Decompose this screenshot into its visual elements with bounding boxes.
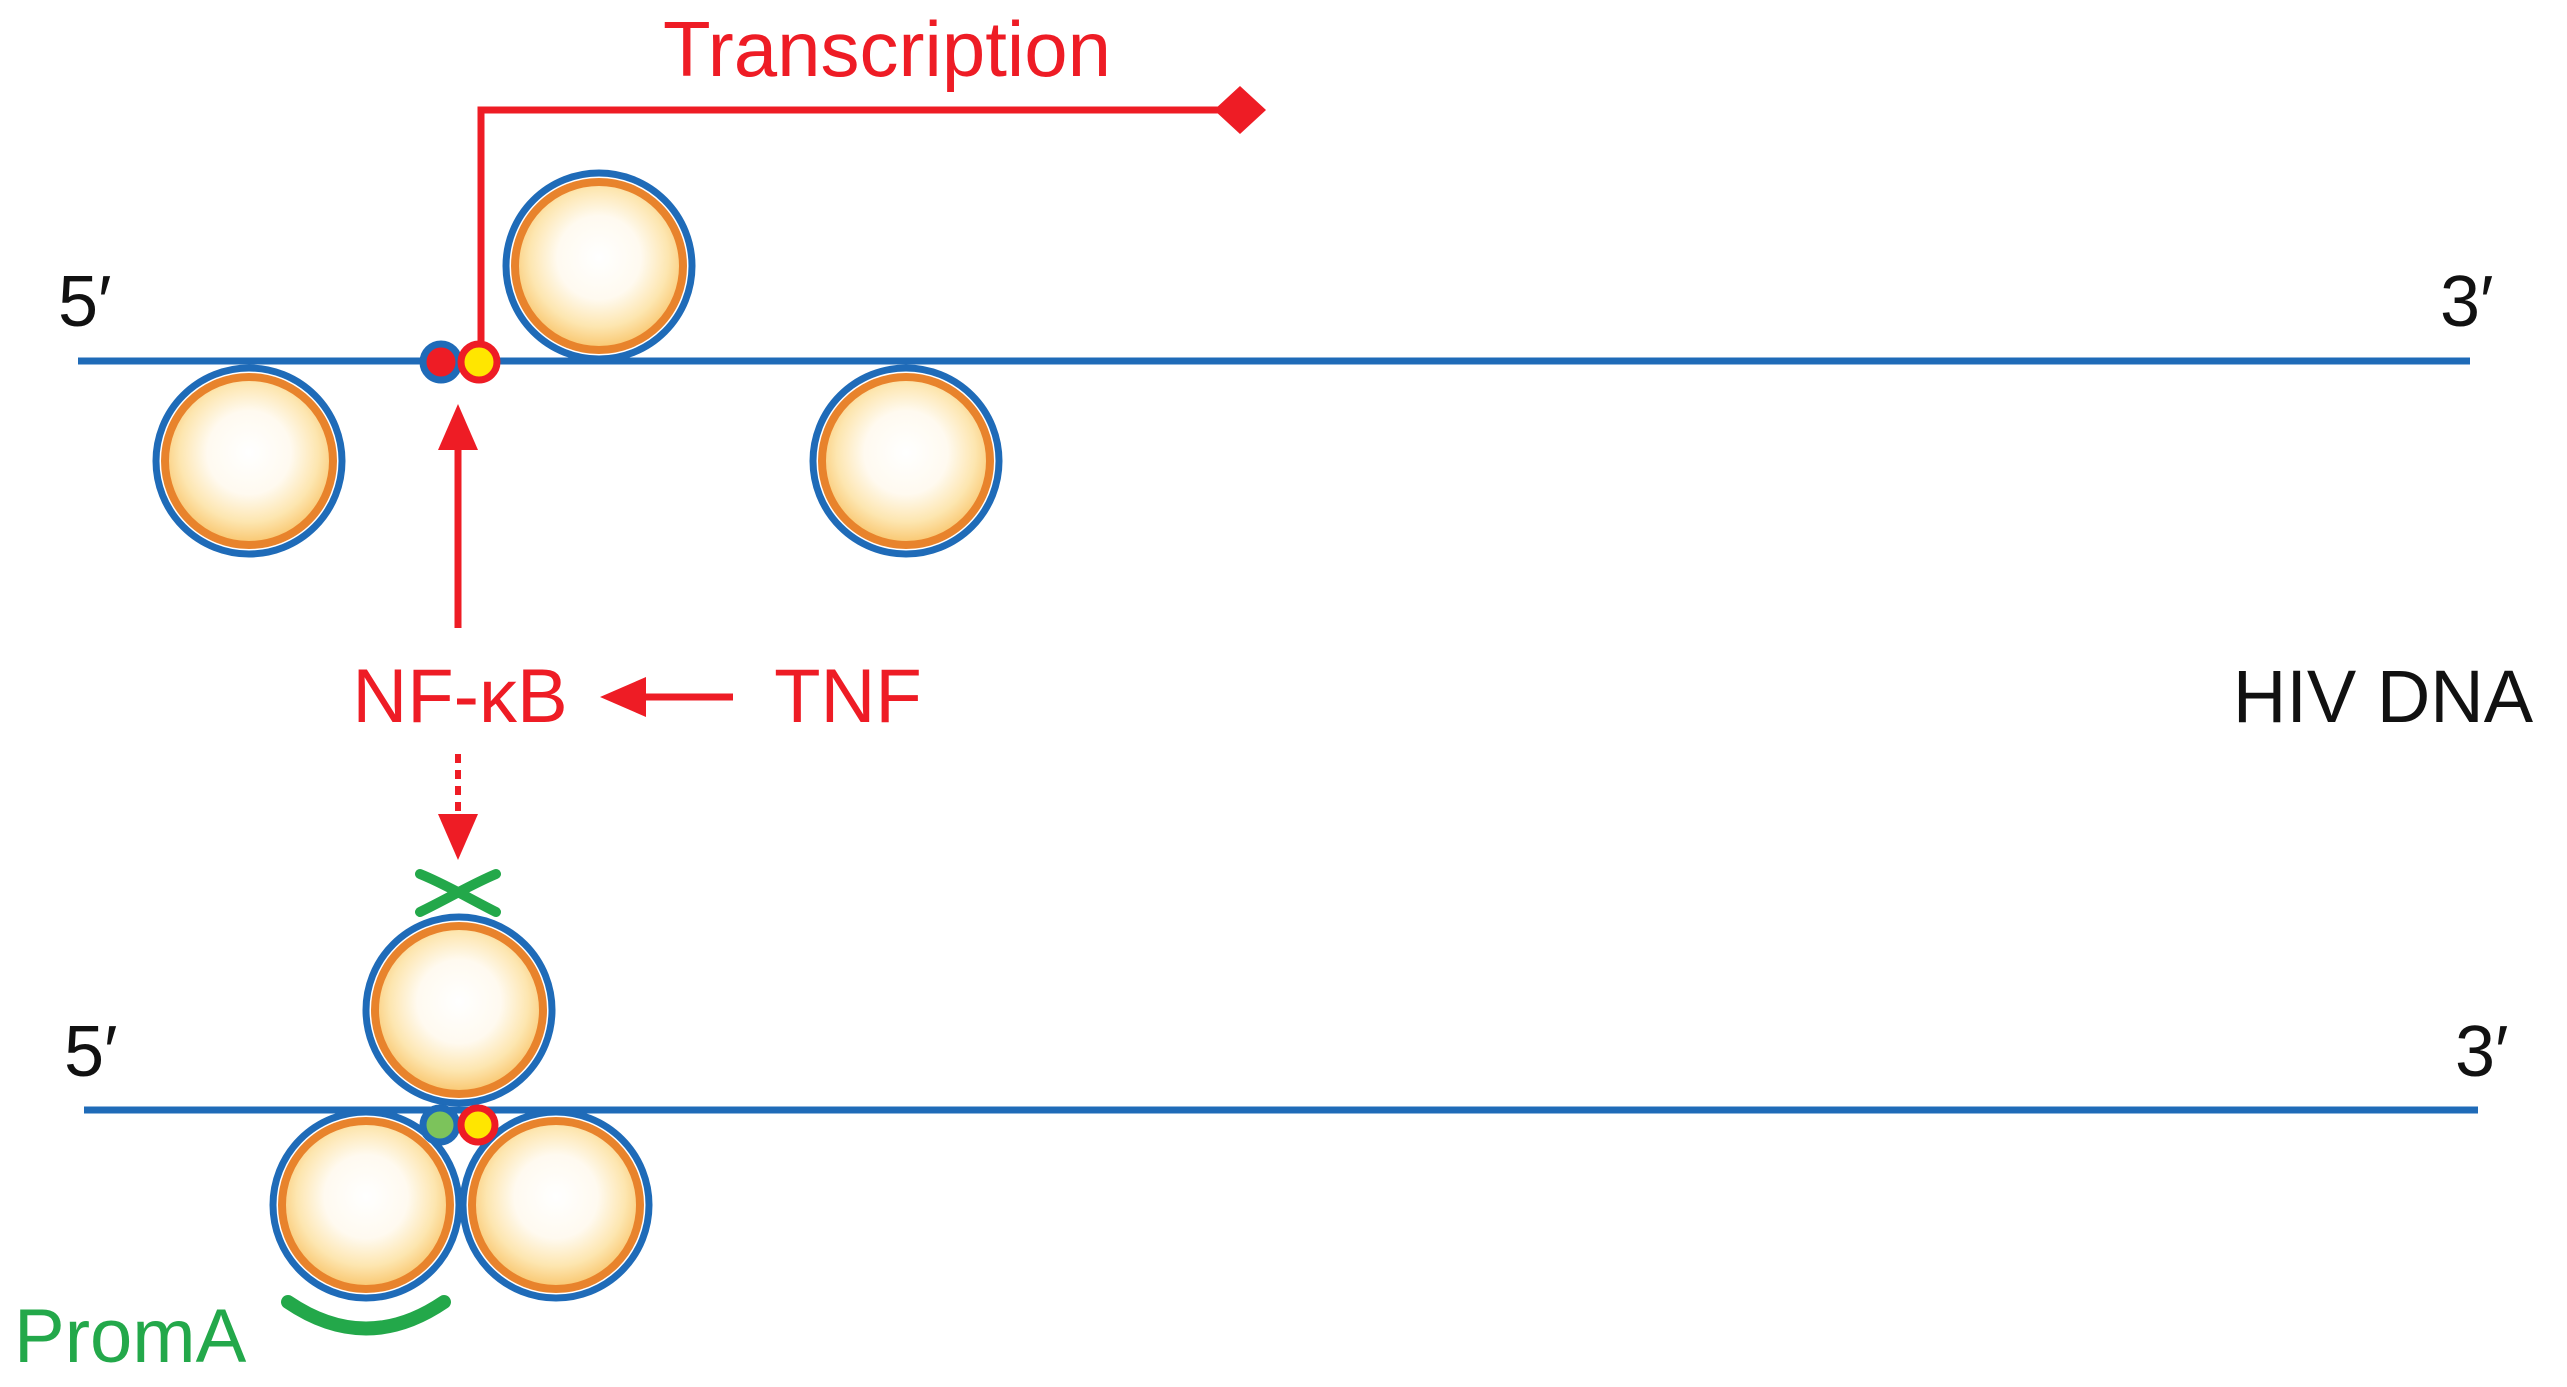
nfkb-binding-site-bottom xyxy=(419,1104,461,1146)
transcription-arrowhead-icon xyxy=(1214,86,1266,134)
proma-label: PromA xyxy=(14,1294,247,1379)
signaling-pathway: NF-κB TNF HIV DNA xyxy=(352,404,2534,917)
proma-binding-arc xyxy=(281,1295,451,1336)
active-chromatin-panel: Transcription 5′ 3′ xyxy=(58,5,2494,554)
down-arrowhead-icon xyxy=(438,814,478,860)
nucleosome-top-1 xyxy=(156,368,342,554)
block-x-icon xyxy=(415,869,501,917)
transcription-label: Transcription xyxy=(663,5,1111,93)
tss-site-top xyxy=(457,340,501,384)
transcription-arrow xyxy=(477,106,1240,350)
hiv-dna-label: HIV DNA xyxy=(2233,655,2534,738)
three-prime-label-bottom: 3′ xyxy=(2455,1012,2509,1092)
five-prime-label-bottom: 5′ xyxy=(64,1012,118,1092)
tnf-label: TNF xyxy=(774,654,922,739)
nfkb-label: NF-κB xyxy=(352,654,567,739)
nucleosome-bottom-1 xyxy=(366,917,552,1103)
nucleosome-top-3 xyxy=(813,368,999,554)
nfkb-binding-site-top xyxy=(419,340,463,384)
left-arrowhead-icon xyxy=(600,677,646,717)
five-prime-label-top: 5′ xyxy=(58,262,112,342)
three-prime-label-top: 3′ xyxy=(2440,262,2494,342)
up-arrowhead-icon xyxy=(438,404,478,450)
nucleosome-top-2 xyxy=(506,173,692,359)
repressed-chromatin-panel: 5′ 3′ PromA xyxy=(14,917,2509,1379)
tss-site-bottom xyxy=(457,1104,499,1146)
